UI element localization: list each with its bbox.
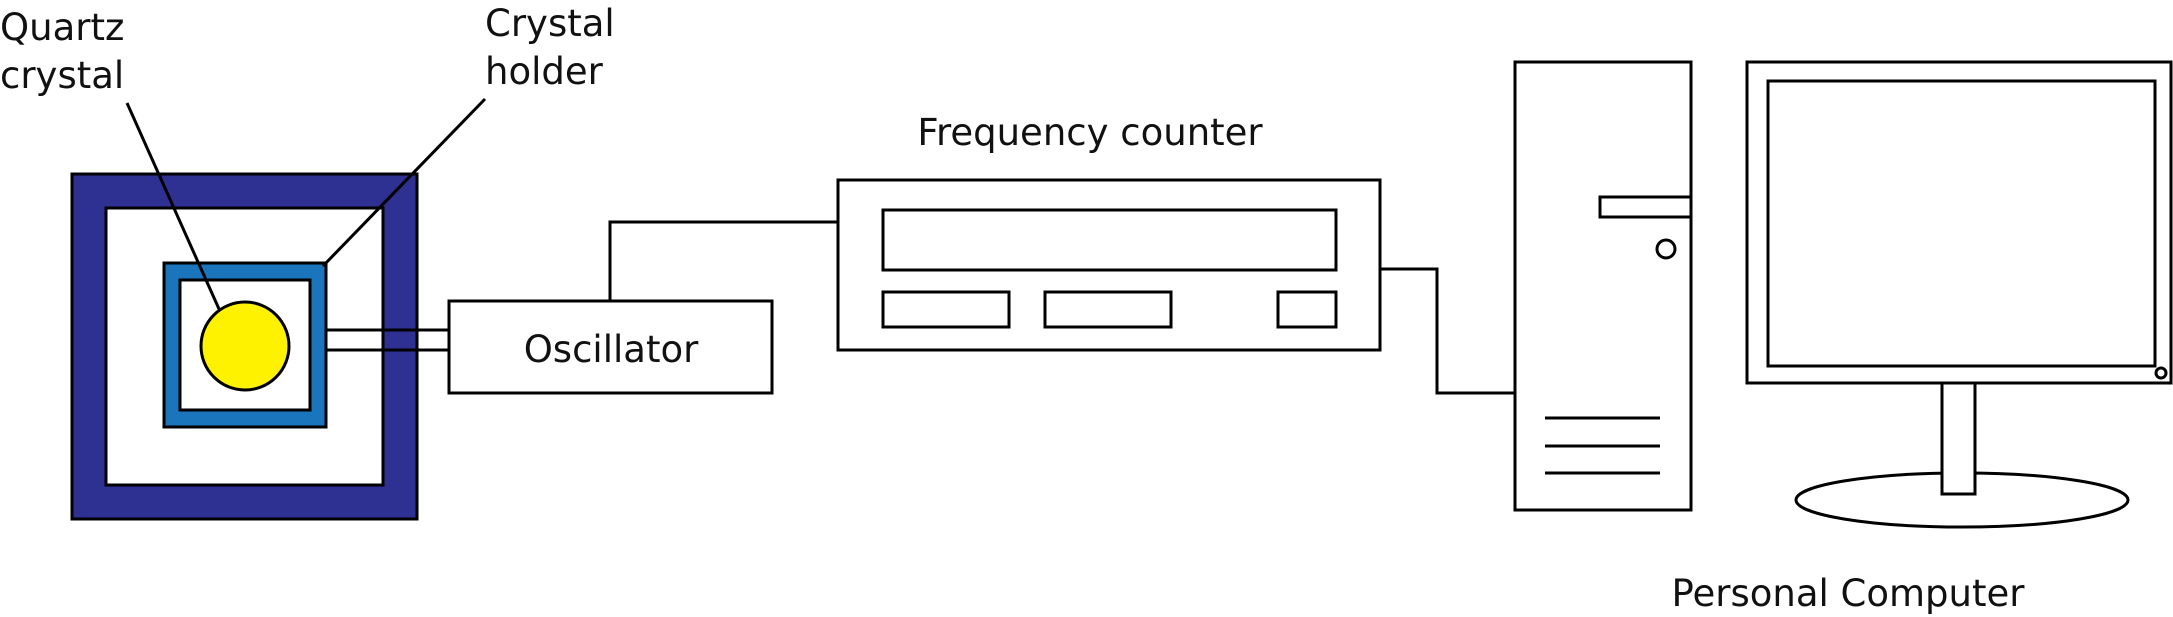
quartz-crystal [199,300,291,392]
quartz-crystal-label-line1: Quartz [0,6,124,49]
pc-monitor [1745,60,2173,529]
counter-display [881,208,1338,272]
personal-computer-label: Personal Computer [1672,572,2026,615]
crystal-holder [162,261,328,429]
pc-tower [1513,60,1693,512]
oscillator-label: Oscillator [524,328,699,371]
counter-button-1 [881,290,1011,329]
wire-counter-to-pc [1380,267,1515,395]
monitor-screen [1766,79,2157,368]
feedthrough-connector [326,328,449,352]
crystal-holder-label-line1: Crystal [485,2,615,45]
frequency-counter [836,178,1382,352]
tower-body [1513,60,1693,512]
quartz-leader-line [125,102,221,310]
wire-oscillator-to-counter [608,220,838,301]
tower-power-button [1655,238,1677,260]
counter-button-3 [1276,290,1338,329]
tower-drive-bay [1598,195,1693,219]
oscillator-box [447,299,774,395]
monitor-neck [1940,381,1977,496]
monitor-power-light [2154,366,2168,380]
quartz-crystal-label-line2: crystal [0,54,124,97]
holder-leader-line [321,97,487,268]
crystal-holder-label-line2: holder [485,50,604,93]
counter-button-2 [1043,290,1173,329]
frequency-counter-label: Frequency counter [917,111,1263,154]
crystal-chamber [70,172,419,521]
